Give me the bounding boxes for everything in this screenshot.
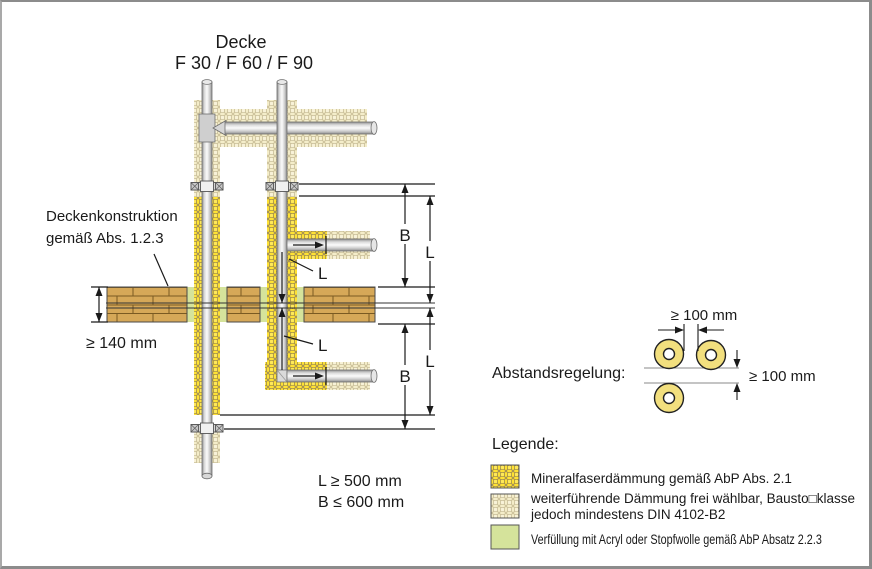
slab-wood-block [226,286,261,323]
coupling-left-upper [190,180,224,192]
mineral-fiber-insulation-strips [194,197,297,415]
dim-l-lower-label: L [425,352,434,371]
slab-wood-block [303,286,376,323]
dimensions [91,183,435,430]
spacing-horizontal-label: ≥ 100 mm [671,307,738,324]
slab-wood-block [106,286,188,323]
acrylic-fill-strip [297,287,304,322]
spacing-diagram: Abstandsregelung: ≥ 100 mm ≥ 100 mm [492,307,816,414]
legend-swatch-mineral-fiber [490,464,520,489]
dim-l-upper-label: L [425,243,434,262]
b-rule-label: B ≤ 600 mm [318,494,404,511]
l-rule-label: L ≥ 500 mm [318,473,402,490]
spacing-vertical-label: ≥ 100 mm [749,368,816,385]
dimension-arrowheads [95,184,434,429]
ceiling-slab [106,286,376,323]
leader-l-upper [288,258,314,272]
dim-label-backgrounds [397,224,439,385]
title-line2: F 30 / F 60 / F 90 [175,53,313,73]
title-line1: Decke [215,32,266,52]
dim-b-lower-label: B [399,367,410,386]
l-leader-label-lower: L [318,336,327,355]
legend-item1-text: Mineralfaserdämmung gemäß AbP Abs. 2.1 [531,471,792,486]
deckenkonstruktion-label-line2: gemäß Abs. 1.2.3 [46,230,164,247]
dim-b-upper-label: B [399,226,410,245]
legend-item2-text-line1: weiterführende Dämmung frei wählbar, Bau… [530,491,855,506]
pipe-couplings [190,180,299,434]
acrylic-fill-strip [187,287,194,322]
pipe-cross-sections [653,338,727,414]
top-branch-pipe [224,121,375,135]
legend-swatch-free-insulation [490,493,520,519]
l-leader-label-upper: L [318,264,327,283]
legend-item2-text-line2: jedoch mindestens DIN 4102-B2 [530,507,725,522]
legend-swatch-acrylic-fill [490,524,520,550]
acrylic-fill-strip [220,287,227,322]
leader-deckenkonstruktion [153,253,169,287]
spacing-heading: Abstandsregelung: [492,365,625,382]
drawing-texts: Decke F 30 / F 60 / F 90 Deckenkonstrukt… [46,32,435,511]
legend: Legende: Mineralfaserdämmung gemäß AbP A… [490,436,855,550]
pipes [198,79,378,480]
acrylic-fill-strip [260,287,267,322]
slab-thickness-label: ≥ 140 mm [86,335,157,352]
legend-item3-text: Verfüllung mit Acryl oder Stopfwolle gem… [531,532,822,547]
coupling-left-lower [190,422,224,434]
leader-l-lower [283,335,314,345]
coupling-middle-upper [265,180,299,192]
spacing-dimension-lines [658,324,738,400]
legend-heading: Legende: [492,436,559,453]
deckenkonstruktion-label-line1: Deckenkonstruktion [46,208,178,225]
slab-centre-lines [106,302,435,309]
spacing-arrowheads [675,326,741,392]
